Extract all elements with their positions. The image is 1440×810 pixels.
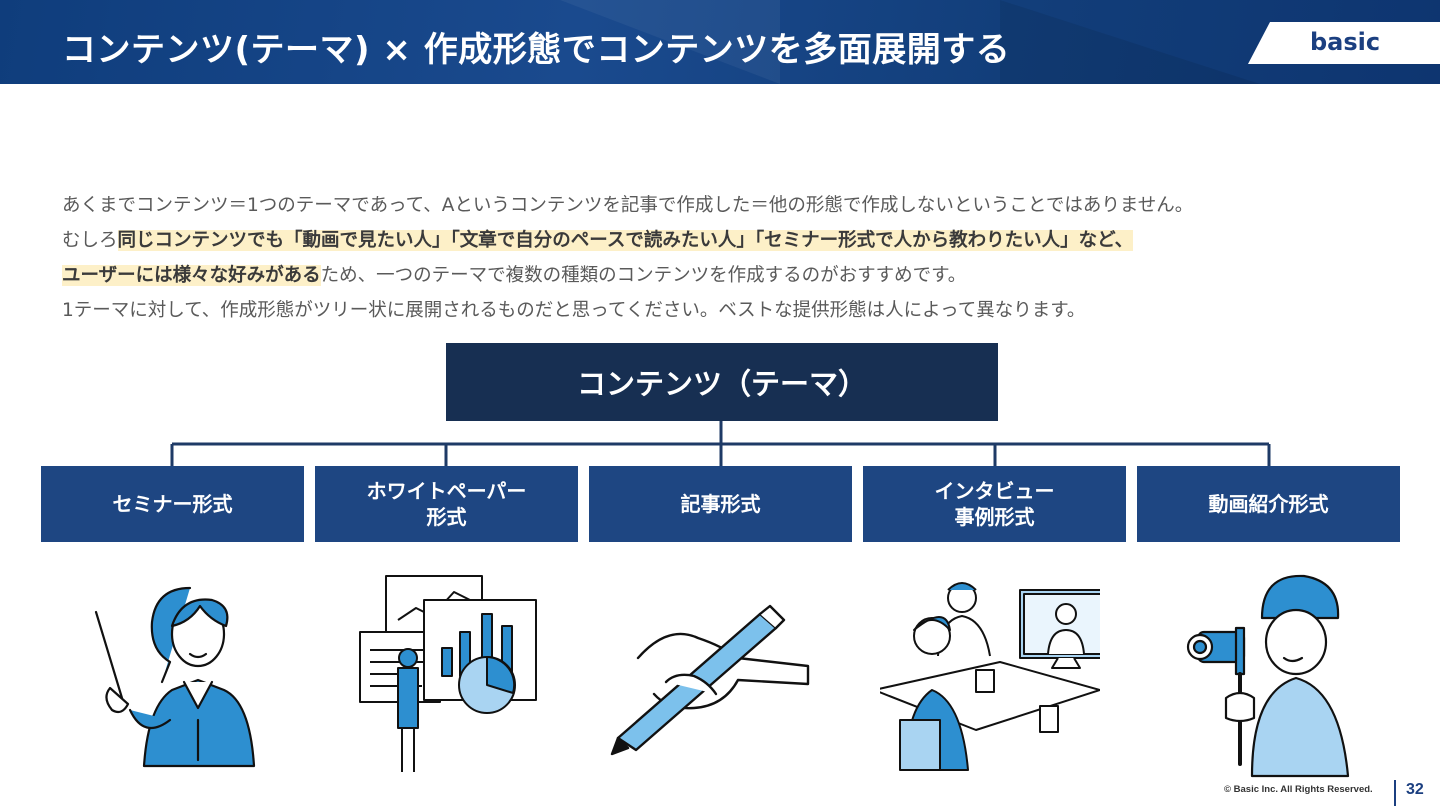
- presenter-illustration: [94, 586, 256, 768]
- tree-node-interview: インタビュー 事例形式: [863, 466, 1126, 542]
- intro-line-1: あくまでコンテンツ＝1つのテーマであって、Aというコンテンツを記事で作成した＝他…: [62, 195, 1194, 216]
- interview-video-call-illustration: [880, 582, 1100, 771]
- tree-node-video: 動画紹介形式: [1137, 466, 1400, 542]
- intro-line-2: むしろ同じコンテンツでも「動画で見たい人」「文章で自分のペースで読みたい人」「セ…: [62, 223, 1402, 258]
- intro-highlight: 同じコンテンツでも「動画で見たい人」「文章で自分のペースで読みたい人」「セミナー…: [117, 230, 1134, 251]
- brand-logo: basic: [1248, 22, 1440, 64]
- intro-highlight: ユーザーには様々な好みがある: [62, 265, 321, 286]
- tree-node-seminar: セミナー形式: [41, 466, 304, 542]
- intro-line-2-lead: むしろ: [62, 230, 118, 251]
- tree-root-node: コンテンツ（テーマ）: [446, 343, 998, 421]
- brand-logo-text: basic: [1310, 28, 1381, 56]
- video-camera-illustration: [1186, 574, 1350, 778]
- page-number: 32: [1406, 781, 1424, 798]
- header-decoration: [1000, 0, 1260, 84]
- intro-line-3: ユーザーには様々な好みがあるため、一つのテーマで複数の種類のコンテンツを作成する…: [62, 258, 1402, 293]
- intro-line-4: 1テーマに対して、作成形態がツリー状に展開されるものだと思ってください。ベストな…: [62, 300, 1086, 321]
- header-decoration: [560, 0, 780, 84]
- writing-pen-illustration: [610, 604, 810, 756]
- tree-node-article: 記事形式: [589, 466, 852, 542]
- copyright-notice: © Basic Inc. All Rights Reserved.: [1224, 784, 1373, 795]
- footer-divider: [1394, 780, 1396, 806]
- tree-node-whitepaper: ホワイトペーパー 形式: [315, 466, 578, 542]
- page-title: コンテンツ(テーマ) × 作成形態でコンテンツを多面展開する: [62, 30, 1011, 70]
- intro-line-3-tail: ため、一つのテーマで複数の種類のコンテンツを作成するのがおすすめです。: [320, 265, 967, 286]
- intro-paragraph: あくまでコンテンツ＝1つのテーマであって、Aというコンテンツを記事で作成した＝他…: [62, 188, 1402, 328]
- whitepaper-charts-illustration: [359, 575, 537, 772]
- header-banner: コンテンツ(テーマ) × 作成形態でコンテンツを多面展開する: [0, 0, 1440, 84]
